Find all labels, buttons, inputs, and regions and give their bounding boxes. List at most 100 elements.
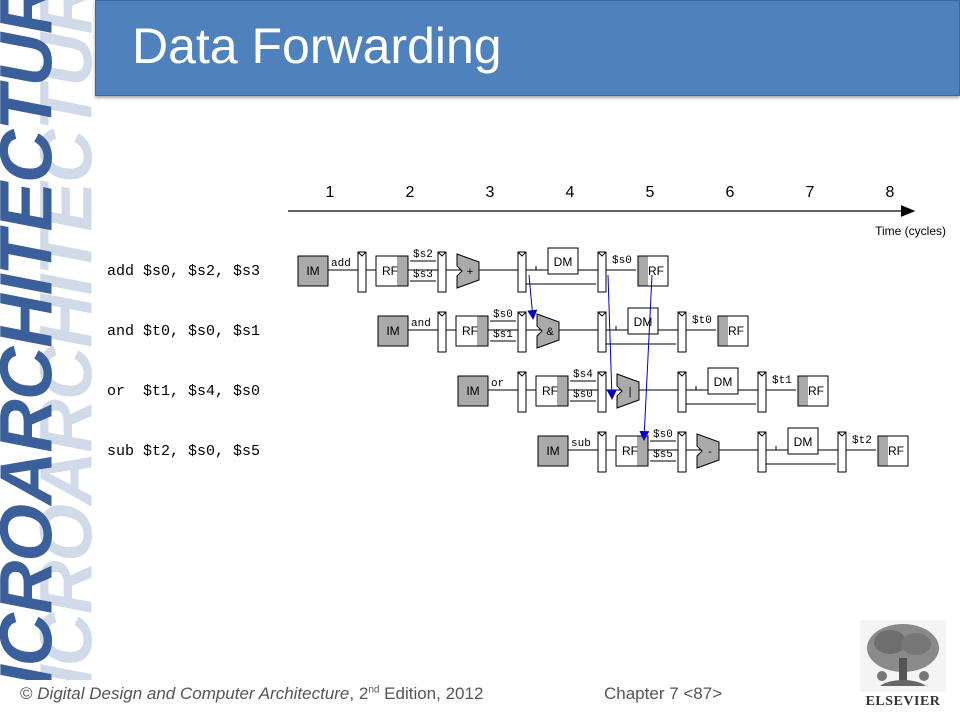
clock-notch: [437, 311, 447, 317]
clock-notch: [517, 371, 527, 377]
rf-write-label: RF: [888, 444, 904, 458]
alu-op: -: [708, 446, 712, 458]
rf-write-shade: [878, 436, 888, 466]
pipeline-register: [677, 311, 687, 353]
rf-read-label: RF: [462, 324, 478, 338]
rf-read-outline: [535, 375, 569, 407]
cycle-label: 7: [806, 184, 815, 201]
dm-block: [787, 427, 819, 455]
rf-read-label: RF: [382, 264, 398, 278]
rf-read-outline: [615, 435, 649, 467]
dm-label: DM: [554, 255, 573, 269]
instruction-asm: or $t1, $s4, $s0: [107, 383, 260, 400]
alu-block: [696, 433, 720, 469]
dm-block: [627, 307, 659, 335]
instruction-asm: add $s0, $s2, $s3: [107, 263, 260, 280]
rf-read-outline: [375, 255, 409, 287]
pipeline-register: [517, 251, 527, 293]
rf-read-shade: [477, 316, 488, 346]
dest-reg: $t2: [852, 435, 872, 447]
rf-write-outline: [637, 255, 669, 287]
pipeline-register: [837, 431, 847, 473]
rf-write-shade: [638, 256, 648, 286]
alu-op: |: [629, 386, 632, 398]
time-axis-label: Time (cycles): [875, 224, 946, 238]
clock-notch: [677, 431, 687, 437]
dm-label: DM: [794, 435, 813, 449]
rf-write-shade: [718, 316, 728, 346]
clock-notch: [837, 431, 847, 437]
elsevier-logo: ELSEVIER: [860, 620, 946, 710]
pipeline-register: [757, 431, 767, 473]
dest-reg: $s0: [612, 255, 632, 267]
rf-write-label: RF: [808, 384, 824, 398]
dm-block: [707, 367, 739, 395]
forward-arrow-or: [606, 274, 617, 400]
cycle-label: 8: [886, 184, 895, 201]
source-reg-a: $s2: [413, 249, 433, 261]
im-label: IM: [306, 264, 319, 278]
pipeline-register: [357, 251, 367, 293]
forward-arrow-and: [527, 274, 538, 320]
im-block: [537, 435, 569, 467]
cycle-label: 4: [566, 184, 575, 201]
pipeline-register: [597, 431, 607, 473]
book-title: Digital Design and Computer Architecture: [37, 684, 350, 703]
clock-notch: [517, 311, 527, 317]
forwarding-paths: [527, 274, 653, 441]
source-reg-a: $s4: [573, 369, 593, 381]
cycle-label: 5: [646, 184, 655, 201]
im-label: IM: [466, 384, 479, 398]
cycle-label: 2: [406, 184, 415, 201]
rf-read-shade: [637, 436, 648, 466]
clock-notch: [597, 251, 607, 257]
opcode-label: or: [491, 378, 504, 390]
im-block: [457, 375, 489, 407]
pipeline-register: [437, 251, 447, 293]
clock-notch: [677, 311, 687, 317]
clock-notch: [757, 371, 767, 377]
rf-read-shade: [397, 256, 408, 286]
pipeline-register: [597, 371, 607, 413]
clock-notch: [757, 431, 767, 437]
alu-block: [536, 313, 560, 349]
rf-read-shade: [557, 376, 568, 406]
tree-icon: [860, 620, 946, 692]
chapter-label: Chapter 7 <87>: [604, 684, 723, 703]
source-reg-a: $s0: [493, 309, 513, 321]
instruction-asm: sub $t2, $s0, $s5: [107, 443, 260, 460]
footer-citation: © Digital Design and Computer Architectu…: [20, 684, 484, 703]
im-block: [377, 315, 409, 347]
rf-read-label: RF: [542, 384, 558, 398]
dm-label: DM: [714, 375, 733, 389]
pipeline-register: [757, 371, 767, 413]
copyright-symbol: ©: [20, 684, 33, 703]
rf-write-outline: [797, 375, 829, 407]
clock-notch: [357, 251, 367, 257]
rf-read-outline: [455, 315, 489, 347]
pipeline-register: [517, 371, 527, 413]
source-reg-b: $s0: [573, 389, 593, 401]
pipeline-register: [437, 311, 447, 353]
pipeline-register: [597, 251, 607, 293]
rf-write-shade: [798, 376, 808, 406]
cycle-label: 3: [486, 184, 495, 201]
clock-notch: [517, 251, 527, 257]
alu-op: &: [546, 326, 554, 338]
publisher-name: ELSEVIER: [865, 694, 941, 709]
dest-reg: $t1: [772, 375, 792, 387]
alu-op: +: [467, 266, 473, 278]
alu-block: [616, 373, 640, 409]
opcode-label: and: [411, 318, 431, 330]
opcode-label: add: [331, 258, 351, 270]
forward-arrow-sub: [639, 274, 653, 441]
dm-block: [547, 247, 579, 275]
opcode-label: sub: [571, 438, 591, 450]
clock-notch: [597, 371, 607, 377]
rf-write-label: RF: [648, 264, 664, 278]
